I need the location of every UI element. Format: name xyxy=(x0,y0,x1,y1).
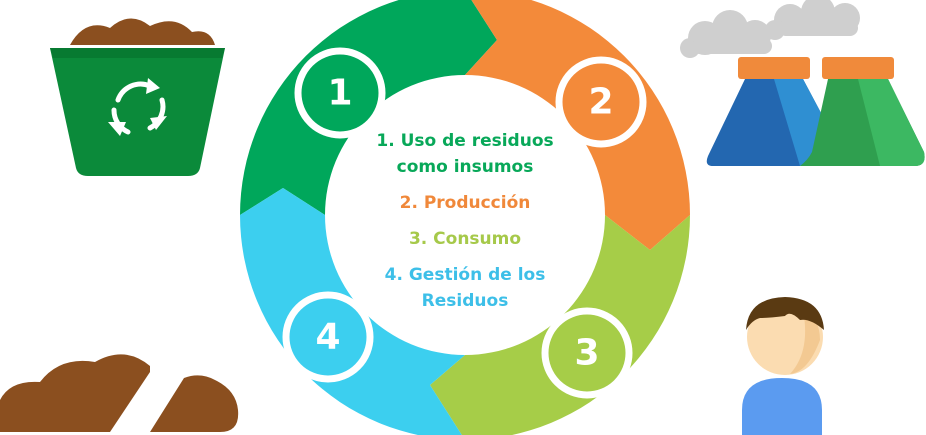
step-label-4: 4. Gestión de los Residuos xyxy=(384,265,546,311)
cycle-legend: 1. Uso de residuos como insumos 2. Produ… xyxy=(355,128,575,314)
step-badge-3: 3 xyxy=(541,307,633,399)
step-badge-4: 4 xyxy=(282,291,374,383)
svg-text:4: 4 xyxy=(315,317,340,358)
step-label-1: 1. Uso de residuos como insumos xyxy=(376,131,554,177)
person-icon xyxy=(742,297,824,435)
step-label-2: 2. Producción xyxy=(399,193,531,213)
step-badge-1: 1 xyxy=(294,47,386,139)
recycle-bin-icon xyxy=(50,18,225,176)
svg-text:3: 3 xyxy=(574,333,599,374)
step-label-3: 3. Consumo xyxy=(408,229,522,249)
svg-text:2: 2 xyxy=(588,82,613,123)
waste-pile-icon xyxy=(0,354,239,432)
svg-text:1: 1 xyxy=(327,73,352,114)
factory-icon xyxy=(680,0,925,166)
step-badge-2: 2 xyxy=(555,56,647,148)
